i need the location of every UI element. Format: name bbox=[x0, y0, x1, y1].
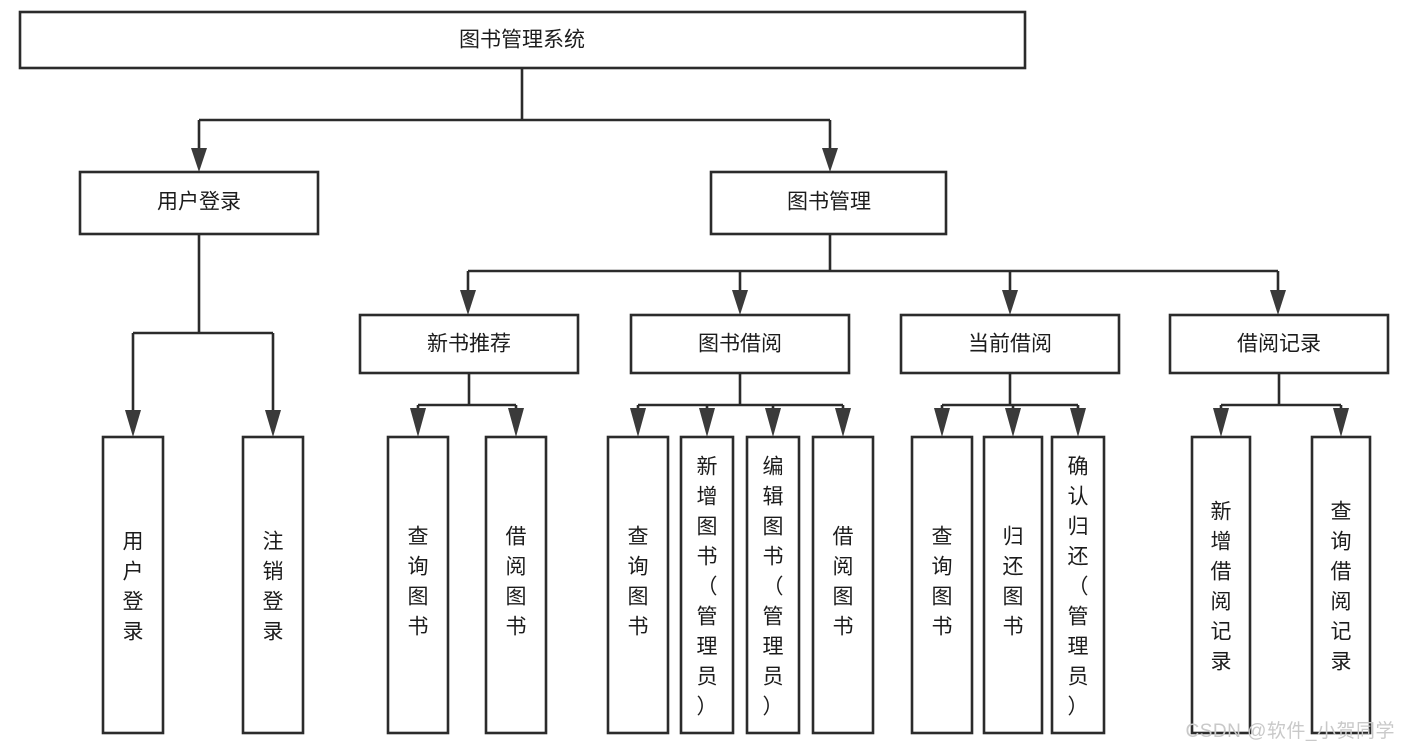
node-leaf-user-login[interactable]: 用户登录 bbox=[101, 435, 165, 735]
node-leaf-user-login-box[interactable] bbox=[101, 435, 165, 735]
node-leaf-query-book-current-box[interactable] bbox=[910, 435, 974, 735]
node-new-book-recommend-label: 新书推荐 bbox=[427, 333, 511, 356]
node-root-box[interactable] bbox=[18, 10, 1027, 70]
node-user-login-box[interactable] bbox=[78, 170, 320, 236]
connector-layer bbox=[125, 68, 1349, 437]
node-leaf-logout-login-box[interactable] bbox=[241, 435, 305, 735]
node-new-book-recommend-box[interactable] bbox=[358, 313, 580, 375]
node-book-borrow[interactable]: 图书借阅 bbox=[629, 313, 851, 375]
node-root[interactable]: 图书管理系统 bbox=[18, 10, 1027, 70]
arrow-head-icon bbox=[1005, 408, 1021, 437]
node-leaf-edit-book-admin-label: 编辑图书（管理员） bbox=[763, 455, 784, 718]
node-user-login-label: 用户登录 bbox=[157, 191, 241, 214]
arrow-head-icon bbox=[732, 290, 748, 315]
arrow-head-icon bbox=[508, 408, 524, 437]
node-book-manage-box[interactable] bbox=[709, 170, 948, 236]
node-current-borrow[interactable]: 当前借阅 bbox=[899, 313, 1121, 375]
arrow-head-icon bbox=[822, 148, 838, 172]
node-book-borrow-box[interactable] bbox=[629, 313, 851, 375]
node-leaf-logout-login[interactable]: 注销登录 bbox=[241, 435, 305, 735]
node-leaf-edit-book-admin-box[interactable] bbox=[745, 435, 801, 735]
node-current-borrow-label: 当前借阅 bbox=[968, 333, 1052, 356]
arrow-head-icon bbox=[410, 408, 426, 437]
node-leaf-add-borrow-record-box[interactable] bbox=[1190, 435, 1252, 735]
node-leaf-query-borrow-record[interactable]: 查询借阅记录 bbox=[1310, 435, 1372, 735]
watermark: CSDN @软件_小贺同学 bbox=[1185, 721, 1395, 742]
node-leaf-logout-login-label: 注销登录 bbox=[263, 530, 284, 643]
node-leaf-borrow-book-rec-box[interactable] bbox=[484, 435, 548, 735]
node-leaf-return-book-label: 归还图书 bbox=[1003, 525, 1024, 638]
node-leaf-query-book-rec-label: 查询图书 bbox=[408, 525, 429, 638]
node-leaf-confirm-return-admin-label: 确认归还（管理员） bbox=[1068, 455, 1089, 718]
node-leaf-borrow-book-borrow[interactable]: 借阅图书 bbox=[811, 435, 875, 735]
node-borrow-record-box[interactable] bbox=[1168, 313, 1390, 375]
node-leaf-add-book-admin-box[interactable] bbox=[679, 435, 735, 735]
node-leaf-user-login-label: 用户登录 bbox=[123, 530, 144, 643]
node-leaf-query-book-borrow[interactable]: 查询图书 bbox=[606, 435, 670, 735]
node-book-manage[interactable]: 图书管理 bbox=[709, 170, 948, 236]
node-root-label: 图书管理系统 bbox=[459, 29, 585, 52]
node-book-borrow-label: 图书借阅 bbox=[698, 333, 782, 356]
node-leaf-query-book-rec[interactable]: 查询图书 bbox=[386, 435, 450, 735]
arrow-head-icon bbox=[1213, 408, 1229, 437]
node-leaf-return-book[interactable]: 归还图书 bbox=[982, 435, 1044, 735]
node-leaf-query-borrow-record-box[interactable] bbox=[1310, 435, 1372, 735]
arrow-head-icon bbox=[835, 408, 851, 437]
node-leaf-confirm-return-admin[interactable]: 确认归还（管理员） bbox=[1050, 435, 1106, 735]
node-leaf-add-book-admin[interactable]: 新增图书（管理员） bbox=[679, 435, 735, 735]
arrow-head-icon bbox=[699, 408, 715, 437]
arrow-head-icon bbox=[765, 408, 781, 437]
node-leaf-query-book-borrow-box[interactable] bbox=[606, 435, 670, 735]
node-leaf-confirm-return-admin-box[interactable] bbox=[1050, 435, 1106, 735]
arrow-head-icon bbox=[1333, 408, 1349, 437]
node-leaf-borrow-book-rec[interactable]: 借阅图书 bbox=[484, 435, 548, 735]
arrow-head-icon bbox=[460, 290, 476, 315]
node-leaf-query-book-borrow-label: 查询图书 bbox=[628, 525, 649, 638]
arrow-head-icon bbox=[1270, 290, 1286, 315]
arrow-head-icon bbox=[1002, 290, 1018, 315]
arrow-head-icon bbox=[191, 148, 207, 172]
node-leaf-return-book-box[interactable] bbox=[982, 435, 1044, 735]
node-leaf-query-book-current[interactable]: 查询图书 bbox=[910, 435, 974, 735]
node-leaf-borrow-book-borrow-box[interactable] bbox=[811, 435, 875, 735]
arrow-head-icon bbox=[1070, 408, 1086, 437]
node-book-manage-label: 图书管理 bbox=[787, 191, 871, 214]
node-borrow-record[interactable]: 借阅记录 bbox=[1168, 313, 1390, 375]
node-leaf-add-borrow-record[interactable]: 新增借阅记录 bbox=[1190, 435, 1252, 735]
node-leaf-borrow-book-borrow-label: 借阅图书 bbox=[833, 525, 854, 638]
node-user-login[interactable]: 用户登录 bbox=[78, 170, 320, 236]
node-new-book-recommend[interactable]: 新书推荐 bbox=[358, 313, 580, 375]
node-leaf-edit-book-admin[interactable]: 编辑图书（管理员） bbox=[745, 435, 801, 735]
node-leaf-add-borrow-record-label: 新增借阅记录 bbox=[1211, 500, 1232, 673]
arrow-head-icon bbox=[125, 410, 141, 437]
arrow-head-icon bbox=[934, 408, 950, 437]
node-leaf-add-book-admin-label: 新增图书（管理员） bbox=[697, 455, 718, 718]
arrow-head-icon bbox=[630, 408, 646, 437]
node-leaf-query-borrow-record-label: 查询借阅记录 bbox=[1331, 500, 1352, 673]
node-leaf-query-book-rec-box[interactable] bbox=[386, 435, 450, 735]
arrow-head-icon bbox=[265, 410, 281, 437]
node-leaf-query-book-current-label: 查询图书 bbox=[932, 525, 953, 638]
node-current-borrow-box[interactable] bbox=[899, 313, 1121, 375]
node-leaf-borrow-book-rec-label: 借阅图书 bbox=[506, 525, 527, 638]
node-borrow-record-label: 借阅记录 bbox=[1237, 333, 1321, 356]
